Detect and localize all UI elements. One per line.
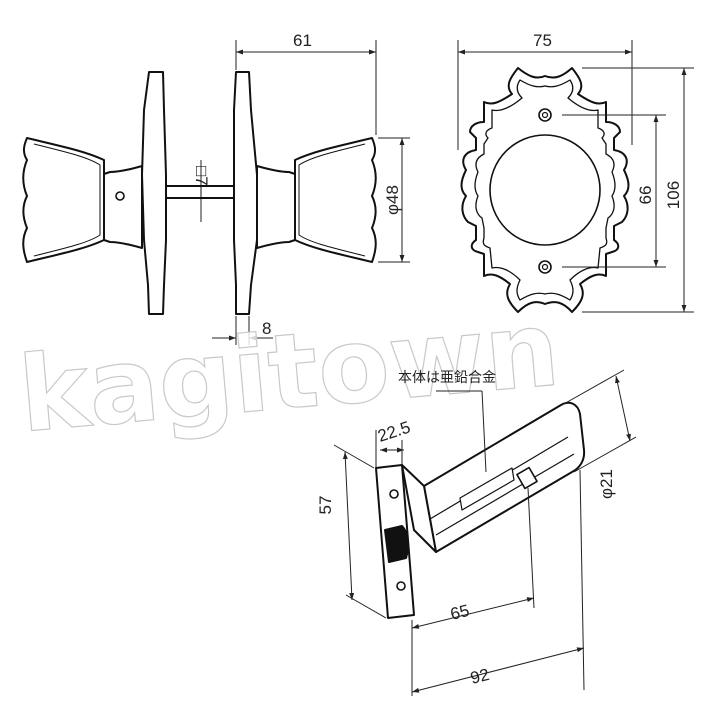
material-note: 本体は亜鉛合金 [398,370,496,386]
rose-plate-outline [460,67,630,313]
rose-bottom-screw [538,260,552,274]
rose-diameter-label: φ48 [383,185,402,215]
latch-bolt [384,525,410,563]
rose-dimensions [457,40,694,313]
right-knob-neck [256,165,296,249]
latch-square-hole [516,466,538,490]
rose-center-bore [489,134,601,246]
total-length-label: 92 [468,665,491,688]
latch-dimensions [333,369,637,696]
rose-plate-inner-outline [474,79,616,301]
cylinder-diameter-label: φ21 [597,469,616,499]
faceplate-bottom-screw [396,581,406,591]
rose-width-label: 75 [533,31,552,50]
right-knob [294,137,377,263]
left-rose-plate [141,71,167,315]
left-set-screw [115,191,125,201]
backset-label: 65 [448,601,471,624]
knob-set-drawing [22,71,377,315]
faceplate-height-label: 57 [316,496,335,515]
latch-window [459,467,515,511]
knob-dimensions [200,40,410,345]
spindle [165,185,235,199]
spindle-size-label: □7 [192,166,211,186]
rose-inner-height-label: 66 [636,186,655,205]
knob-width-label: 61 [293,31,312,50]
faceplate-top-screw [389,489,399,499]
left-knob [22,137,105,263]
rose-outer-height-label: 106 [664,181,683,209]
faceplate-edge [401,464,437,553]
right-rose-plate [233,71,258,315]
spindle-thickness-label: 8 [262,319,271,338]
rose-plate-drawing [460,67,630,313]
left-knob-neck [103,165,143,249]
latch-drawing [375,401,586,619]
rose-top-screw [538,108,552,122]
